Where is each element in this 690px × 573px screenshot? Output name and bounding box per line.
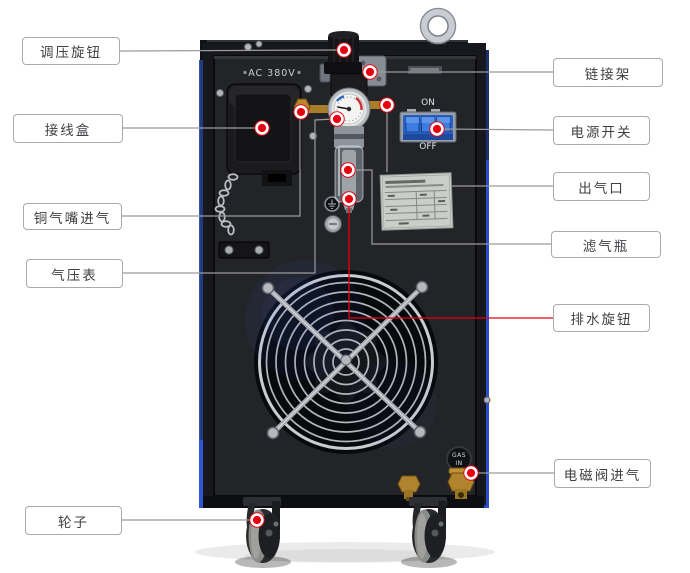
callout-wheel: 轮子 — [25, 506, 122, 535]
line-drain-knob — [348, 202, 553, 319]
fan-grille-rim — [258, 274, 434, 450]
callout-label: 滤气瓶 — [582, 238, 630, 255]
callout-link-bracket: 链接架 — [553, 58, 663, 87]
dot-drain-knob — [341, 191, 357, 207]
voltage-text: AC 380V — [248, 68, 296, 79]
callout-label: 调压旋钮 — [40, 45, 102, 61]
callout-label: 气压表 — [51, 267, 98, 284]
callout-air-outlet: 出气口 — [553, 172, 650, 201]
callout-copper-inlet: 铜气嘴进气 — [23, 203, 122, 230]
gas-in-text-2: IN — [455, 460, 462, 467]
callout-label: 链接架 — [584, 66, 632, 83]
dot-power-switch — [429, 121, 445, 137]
dot-pressure-gauge — [329, 111, 345, 127]
ground-terminal-icon — [324, 196, 340, 212]
callout-label: 接线盒 — [44, 122, 92, 139]
chain — [214, 173, 239, 236]
callout-label: 出气口 — [578, 180, 625, 197]
switch-on-text: ON — [421, 98, 435, 108]
model-marking-blur — [408, 66, 442, 74]
callout-lines — [119, 49, 554, 521]
voltage-marking: AC 380V — [243, 68, 301, 79]
left-blue-edge-bright — [199, 440, 204, 508]
dot-wheel — [249, 512, 265, 528]
right-wheel — [401, 497, 457, 568]
callout-junction-box: 接线盒 — [13, 114, 123, 143]
line-filter-bottle — [353, 169, 551, 245]
dot-copper-inlet — [293, 104, 309, 120]
fan-grille-braces — [266, 285, 424, 435]
line-regulator-knob — [119, 49, 342, 52]
dot-link-bracket — [362, 64, 378, 80]
switch-off-text: OFF — [419, 142, 436, 152]
left-wheel — [235, 497, 291, 568]
fan-grille — [245, 260, 438, 454]
callout-power-switch: 电源开关 — [553, 116, 650, 145]
line-power-switch — [441, 128, 554, 131]
callout-pressure-gauge: 气压表 — [26, 259, 123, 288]
callout-label: 排水旋钮 — [570, 312, 633, 328]
gas-in-text-1: GAS — [452, 452, 466, 459]
callout-label: 电磁阀进气 — [563, 467, 642, 484]
dot-air-outlet — [379, 97, 395, 113]
callout-dots — [249, 42, 479, 528]
line-copper-inlet — [122, 114, 301, 217]
left-blue-edge — [199, 60, 203, 508]
callout-label: 铜气嘴进气 — [33, 210, 112, 227]
rating-plate — [379, 172, 454, 231]
callout-regulator-knob: 调压旋钮 — [22, 37, 120, 65]
dot-regulator-knob — [336, 42, 352, 58]
line-pressure-gauge — [123, 118, 335, 274]
dot-filter-bottle — [340, 162, 356, 178]
callout-filter-bottle: 滤气瓶 — [551, 231, 661, 258]
fan-grille-screws — [261, 280, 429, 440]
callout-label: 轮子 — [58, 514, 89, 531]
power-switch — [399, 109, 457, 143]
cap-screw — [324, 215, 342, 233]
callout-label: 电源开关 — [570, 124, 633, 141]
mount-plate — [218, 241, 270, 259]
callout-solenoid-gas-inlet: 电磁阀进气 — [554, 459, 651, 488]
dot-gas-inlet — [463, 465, 479, 481]
callout-drain-knob: 排水旋钮 — [553, 304, 650, 332]
lifting-ring — [419, 7, 457, 45]
dot-junction-box — [254, 120, 270, 136]
